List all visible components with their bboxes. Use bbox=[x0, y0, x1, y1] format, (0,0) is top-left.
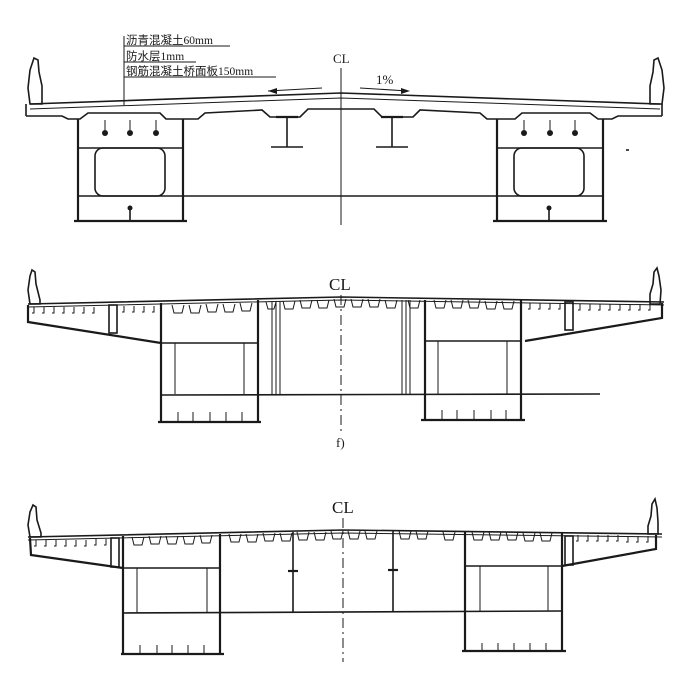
centerline-label-top: CL bbox=[333, 51, 350, 66]
layer-waterproof-label: 防水层1mm bbox=[126, 49, 184, 63]
layer-deck-label: 钢筋混凝土桥面板150mm bbox=[126, 64, 253, 78]
interior-post-left bbox=[288, 532, 298, 612]
section-middle: CL bbox=[26, 266, 665, 450]
parapet-left bbox=[27, 268, 41, 305]
box-girder-right bbox=[462, 532, 566, 653]
i-beam-left bbox=[271, 115, 303, 148]
section-bottom: CL bbox=[27, 496, 663, 662]
parapet-left bbox=[27, 56, 43, 105]
slope-arrow-left-icon bbox=[268, 88, 277, 94]
box-girder-left bbox=[74, 119, 187, 223]
parapet-left bbox=[27, 503, 42, 538]
centerline-label-middle: CL bbox=[329, 275, 351, 294]
sub-caption: f) bbox=[336, 435, 345, 450]
section-top: 沥青混凝土60mm 防水层1mm 钢筋混凝土桥面板150mm CL 1% bbox=[25, 33, 665, 225]
layer-asphalt-label: 沥青混凝土60mm bbox=[126, 33, 213, 47]
box-girder-right bbox=[421, 300, 525, 422]
parapet-right bbox=[647, 496, 659, 535]
box-girder-right bbox=[493, 119, 607, 223]
slope-arrow-right-icon bbox=[401, 88, 410, 94]
parapet-right bbox=[649, 56, 665, 105]
trough-ribs bbox=[171, 298, 515, 314]
slope-label: 1% bbox=[376, 72, 394, 87]
centerline-label-bottom: CL bbox=[332, 498, 354, 517]
box-girder-left bbox=[158, 300, 601, 424]
interior-post-right bbox=[388, 531, 398, 612]
trough-ribs bbox=[131, 530, 553, 546]
box-girder-left bbox=[121, 534, 563, 656]
i-beam-right bbox=[376, 115, 408, 148]
parapet-right bbox=[649, 266, 662, 305]
